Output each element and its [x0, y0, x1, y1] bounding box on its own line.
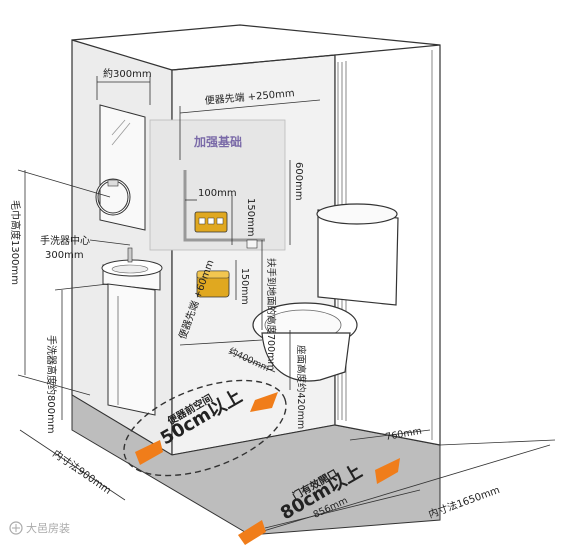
mirror-icon: [99, 104, 146, 231]
label-dim-150: 150mm: [245, 198, 256, 237]
label-seat-height: 座面高度约420mm: [295, 345, 307, 429]
dim-400-line: [229, 351, 276, 373]
door-arrow-left: [238, 520, 266, 545]
floor: [71, 394, 441, 536]
label-paper-150: 150mm: [239, 268, 250, 305]
logo-icon: [9, 521, 23, 535]
door-arrow-right: [375, 458, 400, 484]
dim-basin-center: [89, 239, 131, 246]
back-wall: [171, 54, 336, 456]
dim-1300-tick-b: [17, 374, 91, 396]
toilet-space-arrow-left: [135, 440, 163, 465]
wash-basin: [101, 247, 163, 416]
reinforce-label: 加强基础: [193, 134, 242, 149]
label-dim-100: 100mm: [198, 188, 237, 199]
paper-holder-icon: [196, 270, 230, 298]
dim-1300-tick-a: [17, 169, 111, 198]
towel-ring-icon: [95, 178, 131, 216]
dim-1650-line: [249, 444, 551, 536]
dim-250-line: [179, 99, 321, 114]
label-washbasin-300: 300mm: [45, 250, 84, 261]
dim-900-line: [19, 429, 126, 501]
toilet-space-zone: [123, 379, 287, 477]
dim-856-line: [264, 489, 421, 529]
toilet: [252, 203, 399, 382]
dim-60-line: [179, 339, 263, 346]
control-panel-icon: [194, 211, 228, 233]
room-top-edge-2: [171, 54, 336, 71]
room-top-edge: [71, 24, 441, 46]
wall-switch-icon: [246, 239, 258, 249]
watermark: 大邑房装: [9, 521, 70, 535]
watermark-text: 大邑房装: [26, 521, 70, 535]
label-basin-height: 手洗器高度约800mm: [45, 335, 58, 434]
toilet-space-arrow-right: [250, 392, 278, 412]
dim-1650-tick-b: [439, 439, 556, 446]
label-inner-900: 内寸法900mm: [50, 447, 114, 497]
label-handrail-note: 扶手到地面的高度700mm: [265, 258, 277, 371]
dim-800-tick-a: [54, 283, 109, 291]
label-towel-height: 毛巾高度1300mm: [9, 200, 22, 285]
label-dim-600: 600mm: [293, 162, 304, 201]
label-top-width: 約300mm: [103, 67, 152, 80]
dim-760-line: [349, 429, 431, 441]
handrail-frame: [183, 170, 265, 242]
label-washbasin-center: 手洗器中心: [40, 234, 90, 247]
